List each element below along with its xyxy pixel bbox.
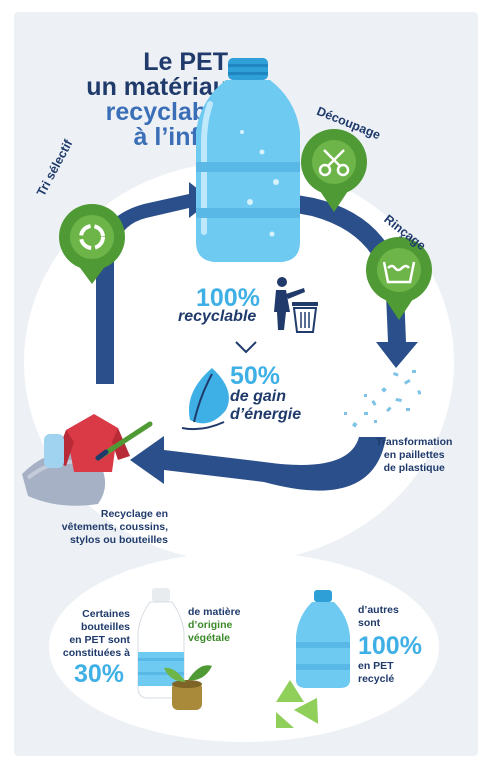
recyclage-line-1: Recyclage en xyxy=(100,508,168,520)
title-line-2: un matériau xyxy=(86,73,228,101)
bottom-left-side-line-1: de matière xyxy=(188,606,241,618)
bottom-left-side-line-3: végétale xyxy=(188,632,231,644)
label-recyclage: Recyclage en vêtements, coussins, stylos… xyxy=(30,508,168,547)
bottom-left-line-3: en PET sont xyxy=(69,634,130,646)
recycle-icon xyxy=(276,680,319,728)
transformation-line-3: de plastique xyxy=(383,462,445,474)
label-transformation: Transformation en paillettes de plastiqu… xyxy=(376,436,452,475)
recycle-icon xyxy=(79,224,105,250)
trash-icon xyxy=(274,277,318,333)
bottom-right-percent: 100% xyxy=(358,632,422,660)
bottom-left-text: Certaines bouteilles en PET sont constit… xyxy=(54,608,130,660)
background-blob-bottom xyxy=(49,552,439,742)
bottom-right-text: d’autres sont xyxy=(358,604,399,630)
transformation-line-1: Transformation xyxy=(376,436,453,448)
pin-tri-selectif xyxy=(59,204,125,284)
washing-icon xyxy=(382,261,416,284)
bottom-right-line-2: sont xyxy=(358,617,381,629)
pin-decoupage xyxy=(301,129,367,212)
stat-recyclable-percent: 100% xyxy=(196,284,260,312)
title-line-1: Le PET xyxy=(143,48,228,76)
scissors-icon xyxy=(318,149,350,177)
water-bottle-illustration xyxy=(196,58,300,262)
bottom-left-line-1: Certaines xyxy=(82,608,130,620)
plant-bottle-illustration xyxy=(137,588,212,710)
recycled-bottle-illustration xyxy=(276,590,350,728)
bottom-right-line-1: d’autres xyxy=(358,604,399,616)
recyclage-line-3: stylos ou bouteilles xyxy=(69,534,168,546)
bottom-left-line-4: constituées à xyxy=(62,647,130,659)
stat-energy-line-1: de gain xyxy=(230,388,287,405)
stat-energy-line-2: d’énergie xyxy=(230,406,302,423)
plastic-flakes-illustration xyxy=(344,370,422,428)
stat-recyclable-text: recyclable xyxy=(178,308,257,325)
leaf-icon xyxy=(181,368,229,431)
cycle-diagram xyxy=(22,58,432,728)
recycled-products-illustration xyxy=(22,414,153,506)
bottom-right-line-3: en PET xyxy=(358,660,394,672)
arrow-flakes-to-products xyxy=(130,436,386,491)
bottom-right-line-4: recyclé xyxy=(358,673,395,685)
transformation-line-2: en paillettes xyxy=(383,449,445,461)
stat-energy-text: de gain d’énergie xyxy=(230,388,301,424)
recyclage-line-2: vêtements, coussins, xyxy=(61,521,168,533)
stat-energy-percent: 50% xyxy=(230,362,281,390)
bottom-left-percent: 30% xyxy=(74,660,125,688)
bottom-right-text-2: en PET recyclé xyxy=(358,660,394,686)
bottom-left-line-2: bouteilles xyxy=(80,621,130,633)
pin-rincage xyxy=(366,237,432,320)
chevron-down-icon xyxy=(235,341,257,354)
bottom-left-side-text: de matière d’origine végétale xyxy=(188,606,241,645)
infographic-card: Le PET un matériau recyclable à l’infini xyxy=(14,12,478,756)
bottom-left-side-line-2: d’origine xyxy=(188,619,233,631)
